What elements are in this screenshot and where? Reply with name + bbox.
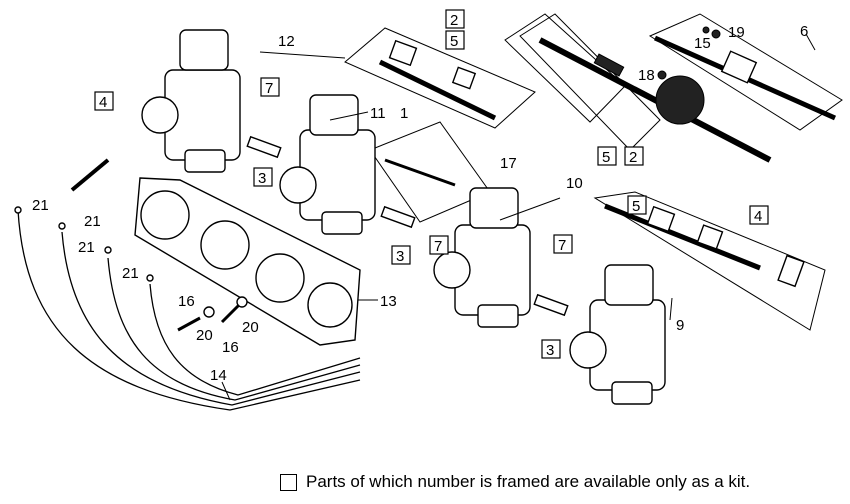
svg-text:5: 5 [632, 198, 640, 215]
panel-cable-bracket [648, 13, 843, 131]
panel-throttle-shaft [519, 13, 661, 151]
callout-20a: 20 [196, 327, 213, 344]
vent-hose-1 [17, 209, 361, 411]
callout-9: 9 [676, 317, 684, 334]
callout-box-3b: 3 [391, 245, 411, 265]
panel-throttle-linkage-top [344, 27, 536, 129]
callout-6: 6 [800, 23, 808, 40]
svg-text:4: 4 [99, 94, 107, 111]
link-rod-right [604, 203, 761, 271]
svg-text:7: 7 [434, 238, 442, 255]
link-plate-top [388, 39, 418, 67]
svg-text:3: 3 [396, 248, 404, 265]
bracket-plate [720, 50, 758, 84]
callout-21c: 21 [78, 239, 95, 256]
callout-box-3c: 3 [541, 339, 561, 359]
hose-clip-21b [58, 222, 66, 230]
callout-box-3a: 3 [253, 167, 273, 187]
vent-hose-2 [61, 231, 361, 406]
throttle-pulley [655, 75, 705, 125]
callout-10: 10 [566, 175, 583, 192]
choke-rod-1 [384, 158, 456, 187]
callout-18: 18 [638, 67, 655, 84]
link-plate-top-2 [451, 66, 477, 90]
callout-box-4b: 4 [749, 205, 769, 225]
svg-text:3: 3 [258, 170, 266, 187]
callout-20b: 20 [242, 319, 259, 336]
o-ring-kit-3c [533, 293, 569, 317]
svg-text:7: 7 [558, 237, 566, 254]
link-plate-right [646, 205, 676, 233]
callout-box-2a: 2 [445, 9, 465, 29]
legend-text: Parts of which number is framed are avai… [306, 472, 751, 491]
callout-15: 15 [694, 35, 711, 52]
washer-15 [702, 26, 710, 34]
callout-12: 12 [278, 33, 295, 50]
o-ring-kit-3b [380, 205, 416, 229]
lead-11 [329, 111, 369, 121]
throttle-stop-screw-4 [70, 158, 110, 192]
svg-text:4: 4 [754, 208, 762, 225]
callout-16a: 16 [178, 293, 195, 310]
callout-21a: 21 [32, 197, 49, 214]
throttle-shaft-rod [538, 37, 772, 163]
callout-box-5a: 5 [445, 30, 465, 50]
callout-box-2b: 2 [624, 146, 644, 166]
lead-12 [259, 51, 346, 59]
choke-lever-right [777, 254, 805, 288]
hose-clip-21d [146, 274, 154, 282]
callout-16b: 16 [222, 339, 239, 356]
callout-box-5b: 5 [597, 146, 617, 166]
callout-box-7b: 7 [429, 235, 449, 255]
svg-text:2: 2 [629, 149, 637, 166]
carburetor-1 [141, 29, 241, 173]
callout-box-5c: 5 [627, 195, 647, 215]
nut-19 [711, 29, 721, 39]
screw-16a [177, 316, 201, 332]
throttle-spring [593, 53, 625, 77]
hose-clip-21c [104, 246, 112, 254]
vent-hose-3 [107, 257, 361, 401]
callout-14: 14 [210, 367, 227, 384]
callout-1: 1 [400, 105, 408, 122]
callout-box-7a: 7 [260, 77, 280, 97]
callout-13: 13 [380, 293, 397, 310]
carburetor-2 [279, 94, 376, 235]
callout-21d: 21 [122, 265, 139, 282]
lead-9 [669, 297, 673, 321]
callout-box-7c: 7 [553, 234, 573, 254]
intake-manifold [134, 177, 361, 346]
svg-text:5: 5 [450, 33, 458, 50]
callout-11: 11 [370, 105, 386, 122]
svg-text:7: 7 [265, 80, 273, 97]
kit-legend: Parts of which number is framed are avai… [280, 470, 750, 494]
carburetor-3 [433, 187, 531, 328]
link-plate-right-2 [696, 224, 724, 250]
hose-clip-21a [14, 206, 22, 214]
legend-frame-icon [280, 473, 297, 491]
washer-20a [203, 306, 215, 318]
bolt-18 [657, 70, 667, 80]
o-ring-kit-3a [246, 135, 282, 159]
callout-box-4a: 4 [94, 91, 114, 111]
callout-19: 19 [728, 24, 745, 41]
panel-linkage-assembly-right [593, 191, 826, 331]
lead-6 [805, 33, 816, 51]
lead-10 [499, 197, 561, 221]
svg-text:2: 2 [450, 12, 458, 29]
callout-17: 17 [500, 155, 517, 172]
svg-text:3: 3 [546, 342, 554, 359]
carburetor-4 [569, 264, 666, 405]
vent-hose-4 [149, 283, 361, 396]
washer-20b [236, 296, 248, 308]
svg-text:5: 5 [602, 149, 610, 166]
callout-21b: 21 [84, 213, 101, 230]
link-rod-top [378, 59, 497, 121]
lead-14 [221, 381, 231, 401]
